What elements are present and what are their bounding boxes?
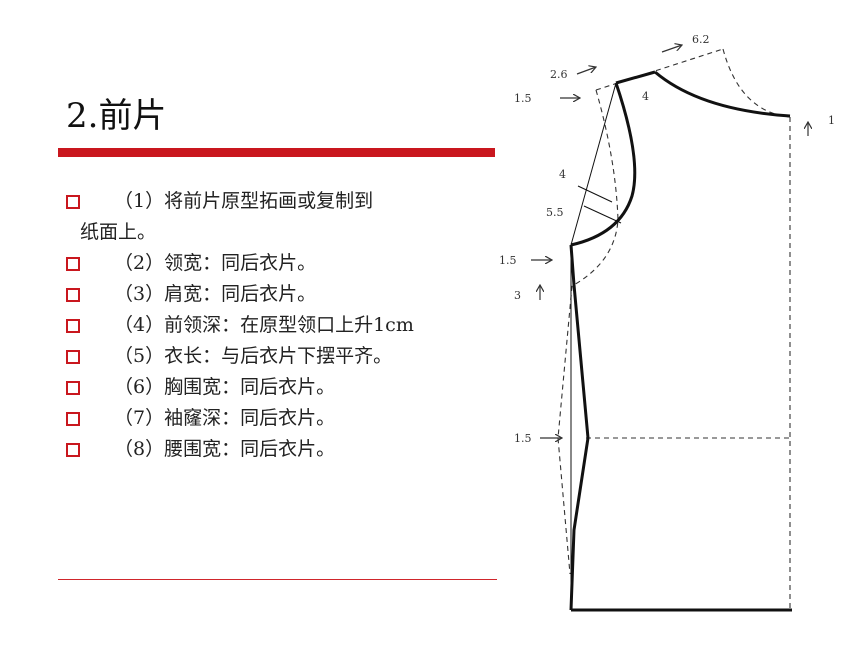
label-shoulder-ext: 6.2	[692, 33, 710, 46]
title-underline	[58, 148, 495, 157]
label-side-3: 3	[514, 289, 521, 302]
list-item-text: （6）胸围宽：同后衣片。	[114, 376, 336, 398]
armhole-mark-4	[577, 185, 613, 203]
list-item-text: （3）肩宽：同后衣片。	[114, 283, 317, 305]
list-item-text: （5）衣长：与后衣片下摆平齐。	[114, 345, 393, 367]
square-bullet-icon	[66, 287, 80, 302]
armhole-mark-5-5	[583, 205, 622, 224]
arrow-icon	[661, 45, 682, 53]
new-shoulder-line	[615, 70, 656, 85]
square-bullet-icon	[66, 318, 80, 333]
label-shoulder-in: 2.6	[550, 68, 568, 81]
arrow-icon	[576, 67, 596, 75]
square-bullet-icon	[66, 442, 80, 457]
list-item-text: （2）领宽：同后衣片。	[114, 252, 317, 274]
new-armhole	[570, 82, 637, 247]
label-waist: 1.5	[514, 432, 532, 445]
list-item-text: （4）前领深：在原型领口上升1cm	[114, 314, 414, 336]
square-bullet-icon	[66, 256, 80, 271]
label-upper-left: 1.5	[514, 92, 532, 105]
list-item-continuation: 纸面上。	[80, 221, 157, 243]
label-armhole-bottom: 1.5	[499, 254, 517, 267]
square-bullet-icon	[66, 194, 80, 209]
label-armhole-5-5: 5.5	[546, 206, 564, 219]
original-block-lines	[557, 48, 791, 612]
original-side-seam	[557, 285, 573, 575]
list-item: （3）肩宽：同后衣片。	[66, 279, 498, 310]
list-item: （6）胸围宽：同后衣片。	[66, 372, 498, 403]
footer-divider	[58, 579, 497, 580]
list-item: （7）袖窿深：同后衣片。	[66, 403, 498, 434]
square-bullet-icon	[66, 380, 80, 395]
list-item-text: （8）腰围宽：同后衣片。	[114, 438, 336, 460]
list-item: （4）前领深：在原型领口上升1cm	[66, 310, 498, 341]
list-item: （8）腰围宽：同后衣片。	[66, 434, 498, 465]
page-title: 2.前片	[66, 96, 167, 136]
original-armhole	[571, 89, 619, 287]
list-item: （5）衣长：与后衣片下摆平齐。	[66, 341, 498, 372]
armhole-guide-line	[570, 82, 617, 246]
label-shoulder-point: 4	[642, 90, 649, 103]
label-armhole-4: 4	[559, 168, 566, 181]
new-side-seam	[569, 244, 590, 611]
list-item-text: （7）袖窿深：同后衣片。	[114, 407, 336, 429]
square-bullet-icon	[66, 349, 80, 364]
label-neck-raise: 1	[828, 114, 835, 127]
construction-lines	[570, 82, 622, 610]
list-item: （1）将前片原型拓画或复制到	[66, 186, 498, 217]
bullet-list: （1）将前片原型拓画或复制到 纸面上。 （2）领宽：同后衣片。 （3）肩宽：同后…	[66, 186, 498, 465]
square-bullet-icon	[66, 411, 80, 426]
list-item-text: （1）将前片原型拓画或复制到	[114, 190, 374, 212]
new-neckline	[654, 70, 791, 118]
list-item: （2）领宽：同后衣片。	[66, 248, 498, 279]
measurement-arrows	[531, 45, 808, 438]
new-pattern-outline	[569, 70, 792, 612]
